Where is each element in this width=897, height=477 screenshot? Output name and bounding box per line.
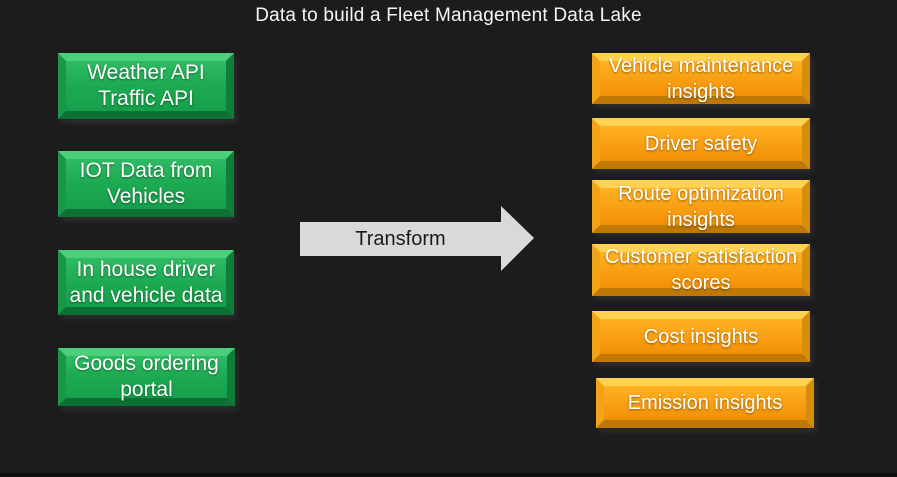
bottom-edge-strip	[0, 473, 897, 477]
transform-arrow: Transform	[300, 206, 534, 271]
insight-box-route-optimization: Route optimization insights	[592, 180, 810, 233]
insight-box-label: Cost insights	[643, 325, 759, 348]
source-box-weather-traffic-api: Weather API Traffic API	[58, 53, 234, 119]
transform-arrow-body: Transform	[300, 222, 501, 256]
insight-box-driver-safety: Driver safety	[592, 118, 810, 169]
insight-box-label: Route optimization insights	[618, 182, 784, 231]
page-title: Data to build a Fleet Management Data La…	[255, 5, 642, 26]
insight-box-label: Vehicle maintenance insights	[608, 54, 794, 103]
arrow-right-icon	[501, 206, 534, 271]
insight-box-customer-satisfaction: Customer satisfaction scores	[592, 244, 810, 296]
source-box-inhouse-data: In house driver and vehicle data	[58, 250, 234, 315]
source-box-label: In house driver and vehicle data	[69, 257, 223, 307]
source-box-goods-portal: Goods ordering portal	[58, 348, 235, 406]
source-box-label: IOT Data from Vehicles	[79, 159, 213, 208]
insight-box-vehicle-maintenance: Vehicle maintenance insights	[592, 53, 810, 104]
insight-box-label: Emission insights	[627, 392, 783, 414]
insight-box-emission: Emission insights	[596, 378, 814, 428]
source-box-label: Weather API Traffic API	[87, 61, 205, 110]
insight-box-label: Customer satisfaction scores	[604, 246, 798, 294]
insight-box-label: Driver safety	[644, 132, 758, 155]
insight-box-cost: Cost insights	[592, 311, 810, 362]
source-box-iot-data: IOT Data from Vehicles	[58, 151, 234, 217]
source-box-label: Goods ordering portal	[74, 352, 219, 401]
transform-arrow-label: Transform	[355, 227, 446, 250]
